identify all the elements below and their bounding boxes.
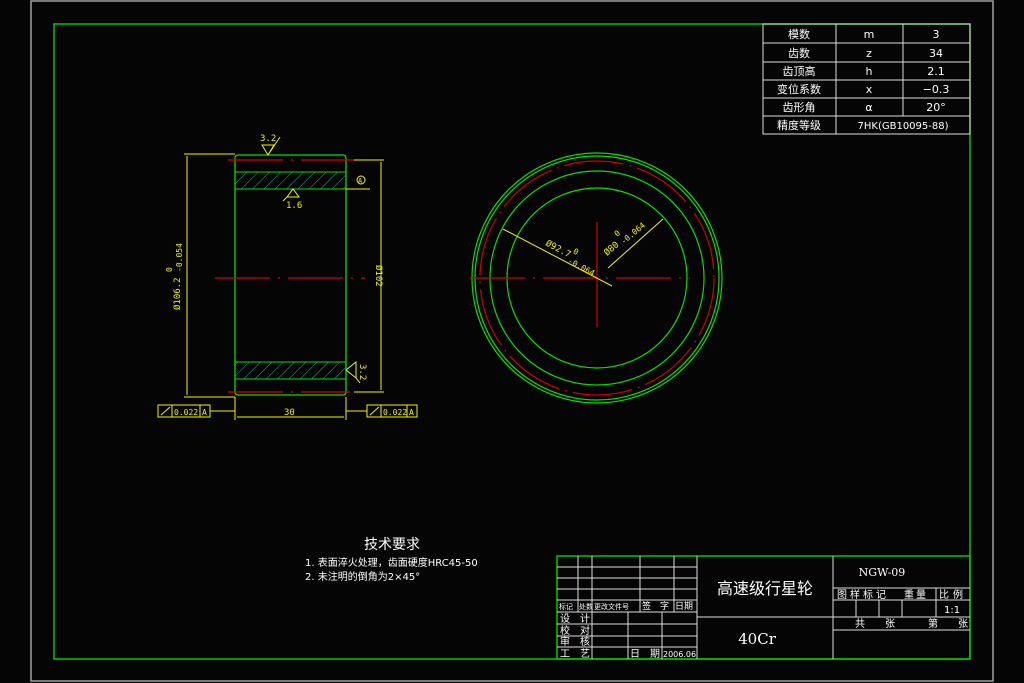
role-label: 校 对 [560,624,590,637]
runout-right-datum: A [409,408,414,417]
dim-line-dia-2 [607,218,664,269]
bore-dia-dimension: Ø102 [373,265,384,287]
role-label: 设 计 [560,612,590,625]
runout-left-value: 0.022 [174,408,198,417]
outer-dia-tol-upper: 0 [165,267,174,272]
label-weight: 重量 [904,588,928,601]
drawing-number: NGW-09 [859,566,906,579]
datum-a-icon [356,175,366,185]
role-label: 工 艺 [560,648,590,660]
part-name: 高速级行星轮 [717,579,813,598]
roughness-symbol-icon [345,360,361,384]
param-name: 变位系数 [777,82,821,96]
sheet-border [30,0,994,682]
tech-req-item: 1. 表面淬火处理，齿面硬度HRC45-50 [305,556,478,569]
param-value: 3 [933,28,940,41]
scale-value: 1:1 [944,605,960,616]
width-dimension: 30 [284,408,295,418]
roughness-bore: 1.6 [286,201,302,211]
drawing-frame [53,23,971,660]
datum-label: A [358,177,363,185]
label-sheet-number: 第 张 [928,617,968,630]
gear-parameter-table [762,23,971,135]
roughness-symbol-icon [261,136,281,156]
date-value: 2006.06 [663,650,696,659]
tech-req-item: 2. 未注明的倒角为2×45° [305,570,420,583]
param-name: 模数 [788,28,810,41]
param-symbol: x [866,83,873,96]
rev-header: 日期 [675,601,693,612]
dia-2-dimension: Ø80 [602,239,622,258]
param-symbol: α [865,101,872,114]
roughness-top: 3.2 [260,134,276,144]
param-name: 齿顶高 [783,64,816,78]
param-symbol: m [864,28,875,41]
front-view: Ø92.7 0 -0.064 Ø80 0 -0.064 [470,152,723,404]
title-block [556,555,971,660]
precision-label: 精度等级 [777,118,821,132]
label-scale: 比例 [939,588,967,601]
roughness-symbol-icon [282,188,300,202]
runout-arrow-icon [160,406,171,416]
dia-1-tol-upper: 0 [572,247,581,257]
precision-value: 7HK(GB10095-88) [858,121,949,132]
runout-left-datum: A [202,408,207,417]
hatch-bottom [234,361,347,380]
technical-requirements: 技术要求 1. 表面淬火处理，齿面硬度HRC45-50 2. 未注明的倒角为2×… [305,537,478,583]
runout-right-value: 0.022 [383,408,407,417]
dia-1-tol-lower: -0.064 [566,256,596,278]
param-value: 20° [926,101,946,114]
rev-header: 标记 [559,602,573,611]
pitch-circle [479,160,715,396]
dia-2-tol-lower: -0.064 [619,221,647,247]
runout-arrow-icon [369,406,380,416]
param-value: 2.1 [927,65,945,78]
rev-header: 签 字 [642,600,669,612]
param-value: −0.3 [923,83,950,96]
dim-line-dia-1 [502,228,613,287]
param-name: 齿形角 [783,101,816,114]
outer-dia-dimension: Ø106.2 [172,277,183,310]
param-name: 齿数 [788,47,810,60]
outer-dia-tol-lower: -0.054 [175,243,184,272]
dia-2-tol-upper: 0 [613,228,623,238]
hatch-top [234,171,347,190]
date-label: 日 期 [630,648,660,660]
gear-outline [234,154,347,396]
roughness-right: 3.2 [357,364,367,380]
side-view: 3.2 1.6 3.2 A Ø106.2 0 -0.054 Ø102 30 0.… [157,134,418,420]
rev-header: 更改文件号 [594,602,629,611]
param-value: 34 [929,47,943,60]
tech-req-title: 技术要求 [364,537,420,553]
rev-header: 处数 [579,602,593,611]
param-symbol: h [866,65,873,78]
dia-1-dimension: Ø92.7 [544,238,573,260]
label-total-sheets: 共 张 [855,618,895,630]
material: 40Cr [738,630,777,648]
label-mark: 图样标记 [837,588,889,601]
role-label: 审 核 [560,635,590,648]
param-symbol: z [866,47,872,60]
